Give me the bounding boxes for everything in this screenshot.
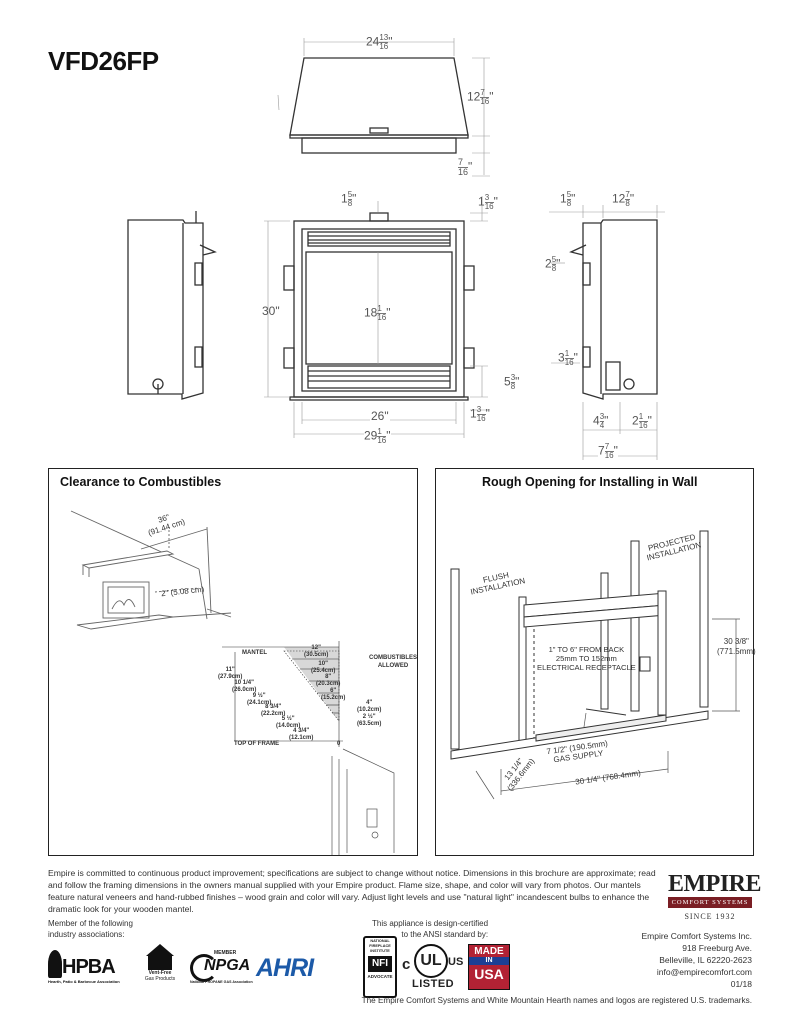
empire-logo: EMPIRE COMFORT SYSTEMS SINCE 1932 (668, 871, 762, 921)
depth-8: 8"(20.3cm) (316, 674, 341, 687)
flame-icon (48, 950, 62, 978)
clearance-diagram (70, 510, 395, 855)
inner-width-dim: 26" (370, 409, 390, 423)
depth-4: 4"(10.2cm) (357, 700, 382, 713)
brand-subtitle: COMFORT SYSTEMS (668, 897, 752, 908)
nfi-logo: NATIONAL FIREPLACE INSTITUTE NFI ADVOCAT… (363, 936, 397, 998)
company-address: Empire Comfort Systems Inc. 918 Freeburg… (641, 931, 752, 989)
top-of-frame-label: TOP OF FRAME (234, 741, 280, 747)
front-height-dim: 30" (262, 304, 280, 318)
npga-logo: MEMBER NPGA National PROPANE GAS Associa… (190, 950, 253, 984)
height-11: 11"(27.9cm) (218, 667, 243, 680)
trademark-text: The Empire Comfort Systems and White Mou… (361, 996, 752, 1005)
height-8-75: 8 3/4"(22.2cm) (261, 704, 286, 717)
top-view (277, 38, 490, 177)
technical-drawings (127, 38, 665, 460)
hpba-logo: HPBA Hearth, Patio & Barbecue Associatio… (48, 948, 128, 986)
npga-swoosh-icon (190, 954, 218, 982)
vent-free-logo: Vent-Free Gas Products (140, 944, 180, 988)
rough-opening-title: Rough Opening for Installing in Wall (482, 475, 698, 489)
depth-10: 10"(25.4cm) (311, 661, 336, 674)
height-5-5: 5 ½"(14.0cm) (276, 716, 301, 729)
rough-opening-diagram (450, 530, 740, 800)
made-in-usa-logo: MADE IN USA (468, 944, 510, 990)
mantel-label: MANTEL (242, 650, 267, 656)
brand-since: SINCE 1932 (684, 912, 736, 921)
ul-listed-logo: c UL US LISTED (402, 944, 464, 990)
clearance-title: Clearance to Combustibles (60, 475, 222, 489)
rough-height-label: 30 3/8"(771.5mm) (717, 637, 756, 656)
house-roof-icon (146, 944, 174, 956)
depth-2-5: 2 ½"(63.5cm) (357, 714, 382, 727)
height-4-75: 4 3/4"(12.1cm) (289, 728, 314, 741)
house-icon (148, 956, 172, 970)
disclaimer-text: Empire is committed to continuous produc… (48, 868, 656, 914)
left-side-view (127, 211, 217, 400)
height-10-25: 10 1/4"(26.0cm) (232, 680, 257, 693)
page-title: VFD26FP (48, 46, 159, 76)
clearance-chart (222, 641, 395, 855)
front-view (264, 196, 488, 438)
depth-6: 6"(15.2cm) (321, 688, 346, 701)
right-side-view (549, 205, 665, 460)
ahri-logo: AHRI (256, 954, 314, 982)
brand-name: EMPIRE (668, 871, 762, 897)
height-9-5: 9 ½"(24.1cm) (247, 693, 272, 706)
zero-label: 0 (337, 741, 341, 747)
rough-opening-panel: Rough Opening for Installing in Wall (435, 468, 756, 856)
clearance-panel: Clearance to Combustibles (48, 468, 418, 856)
depth-12: 12"(30.5cm) (304, 645, 329, 658)
